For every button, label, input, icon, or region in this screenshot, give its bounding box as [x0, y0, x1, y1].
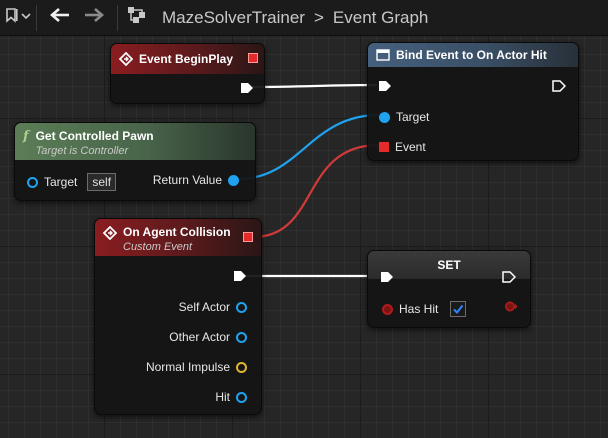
exec-input-row — [378, 80, 392, 92]
exec-output-pin[interactable] — [552, 80, 567, 92]
pin-label: Event — [395, 140, 426, 154]
get-controlled-pawn-node[interactable]: f Get Controlled Pawn Target is Controll… — [14, 122, 256, 201]
target-input-pin[interactable] — [379, 111, 390, 123]
has-hit-checkbox[interactable] — [450, 301, 467, 317]
toolbar-divider — [117, 4, 118, 31]
target-input-row: Target — [379, 110, 435, 124]
back-arrow-icon — [49, 7, 71, 28]
event-input-row: Event — [379, 140, 432, 154]
breadcrumb-graph[interactable]: Event Graph — [332, 7, 429, 27]
event-beginplay-node[interactable]: Event BeginPlay — [110, 43, 265, 104]
exec-output-row — [502, 271, 517, 283]
target-input-row: Target self — [27, 173, 117, 191]
pin-label: Target — [44, 175, 78, 189]
pin-label: Target — [396, 110, 430, 124]
exec-output-pin[interactable] — [502, 271, 517, 283]
return-value-pin[interactable] — [228, 174, 239, 186]
node-header: Bind Event to On Actor Hit — [368, 43, 578, 67]
object-wire-pawn-to-target — [237, 113, 380, 181]
has-hit-output-pin[interactable] — [505, 301, 518, 312]
node-title: SET — [437, 258, 461, 272]
exec-input-row — [380, 271, 394, 283]
graph-toolbar: MazeSolverTrainer > Event Graph — [0, 0, 608, 36]
node-title: Event BeginPlay — [139, 52, 234, 66]
on-agent-collision-node[interactable]: On Agent Collision Custom Event Self Act… — [94, 218, 262, 415]
has-hit-output-row — [505, 301, 518, 312]
exec-output-row — [233, 270, 247, 282]
other-actor-pin[interactable] — [236, 331, 247, 343]
forward-button[interactable] — [77, 3, 111, 33]
event-diamond-icon — [119, 52, 133, 66]
function-icon: f — [23, 129, 29, 144]
delegate-output-pin[interactable] — [243, 232, 253, 242]
graph-hierarchy-button[interactable] — [124, 3, 150, 33]
pin-label: Self Actor — [178, 300, 230, 314]
node-title: Bind Event to On Actor Hit — [396, 48, 547, 62]
target-default-value[interactable]: self — [87, 173, 117, 191]
set-has-hit-node[interactable]: SET Has Hit — [367, 250, 531, 328]
exec-wire-beginplay-to-bind — [251, 83, 378, 89]
has-hit-input-row: Has Hit — [382, 301, 467, 317]
normal-impulse-row: Normal Impulse — [140, 360, 247, 374]
back-button[interactable] — [43, 3, 77, 33]
has-hit-input-pin[interactable] — [382, 303, 393, 315]
delegate-wire-collision-to-event — [252, 143, 380, 239]
delegate-output-pin[interactable] — [248, 53, 258, 63]
node-header: Event BeginPlay — [111, 44, 264, 74]
exec-output-pin[interactable] — [233, 270, 247, 282]
node-subtitle: Custom Event — [123, 241, 193, 253]
bookmark-icon — [4, 7, 20, 28]
function-delegate-icon — [376, 48, 390, 62]
target-input-pin[interactable] — [27, 176, 38, 188]
pin-label: Return Value — [152, 173, 222, 187]
node-header: On Agent Collision Custom Event — [95, 219, 261, 256]
node-header: f Get Controlled Pawn Target is Controll… — [15, 123, 255, 160]
graph-hierarchy-icon — [127, 6, 147, 29]
other-actor-row: Other Actor — [163, 330, 247, 344]
normal-impulse-pin[interactable] — [236, 361, 247, 373]
exec-input-pin[interactable] — [378, 80, 392, 92]
pin-label: Other Actor — [169, 330, 230, 344]
checkmark-icon — [453, 304, 464, 315]
self-actor-row: Self Actor — [173, 300, 247, 314]
breadcrumb-blueprint[interactable]: MazeSolverTrainer — [162, 7, 305, 27]
pin-label: Hit — [215, 390, 230, 404]
exec-output-row — [552, 80, 567, 92]
pin-label: Has Hit — [399, 302, 439, 316]
self-actor-pin[interactable] — [236, 301, 247, 313]
pin-label: Normal Impulse — [145, 360, 230, 374]
node-subtitle: Target is Controller — [35, 145, 129, 157]
node-title: On Agent Collision — [123, 225, 231, 239]
bind-event-node[interactable]: Bind Event to On Actor Hit Target Event — [367, 42, 579, 161]
return-value-row: Return Value — [147, 173, 239, 187]
hit-row: Hit — [209, 390, 247, 404]
exec-output-pin[interactable] — [240, 82, 254, 94]
event-delegate-input-pin[interactable] — [379, 142, 389, 152]
exec-input-pin[interactable] — [380, 271, 394, 283]
breadcrumb: MazeSolverTrainer > Event Graph — [162, 8, 428, 28]
event-diamond-icon — [103, 226, 117, 240]
chevron-down-icon — [20, 9, 32, 27]
breadcrumb-separator: > — [313, 7, 324, 27]
exec-output-row — [240, 82, 254, 94]
forward-arrow-icon — [83, 7, 105, 28]
toolbar-divider — [36, 4, 37, 31]
hit-pin[interactable] — [236, 391, 247, 403]
node-title: Get Controlled Pawn — [35, 129, 154, 143]
bookmark-button[interactable] — [4, 3, 32, 33]
